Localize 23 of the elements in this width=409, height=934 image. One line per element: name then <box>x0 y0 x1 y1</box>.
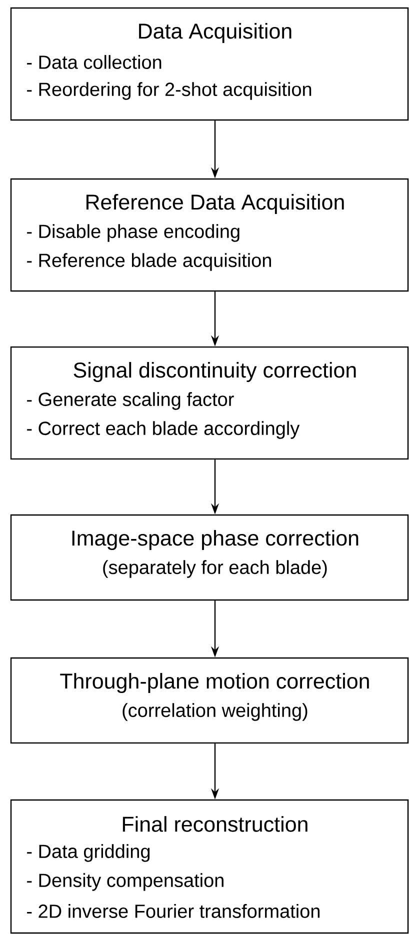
process-box <box>10 346 409 460</box>
bullet-item: - Disable phase encoding <box>27 224 240 242</box>
bullet-item: - Correct each blade accordingly <box>27 421 300 439</box>
step-title: Reference Data Acquisition <box>86 194 344 214</box>
step-title: Image-space phase correction <box>72 530 358 550</box>
bullet-item: - Generate scaling factor <box>27 392 234 410</box>
step-title: Data Acquisition <box>139 23 292 44</box>
bullet-item: - Data collection <box>27 55 162 69</box>
process-box <box>10 657 409 744</box>
process-box <box>10 178 409 292</box>
step-note: (separately for each blade) <box>103 560 327 578</box>
bullet-item: - Reordering for 2-shot acquisition <box>27 82 312 100</box>
step-title: Through-plane motion correction <box>60 672 369 694</box>
process-box <box>10 7 409 121</box>
bullet-item: - Data gridding <box>27 844 150 862</box>
step-title: Signal discontinuity correction <box>74 362 356 382</box>
bullet-item: - Density compensation <box>27 873 224 891</box>
process-box <box>10 514 409 601</box>
step-note: (correlation weighting) <box>122 703 308 721</box>
bullet-item: - Reference blade acquisition <box>27 253 271 271</box>
bullet-item: - 2D inverse Fourier transformation <box>27 904 320 918</box>
step-title: Final reconstruction <box>122 816 308 832</box>
process-box <box>10 799 409 934</box>
